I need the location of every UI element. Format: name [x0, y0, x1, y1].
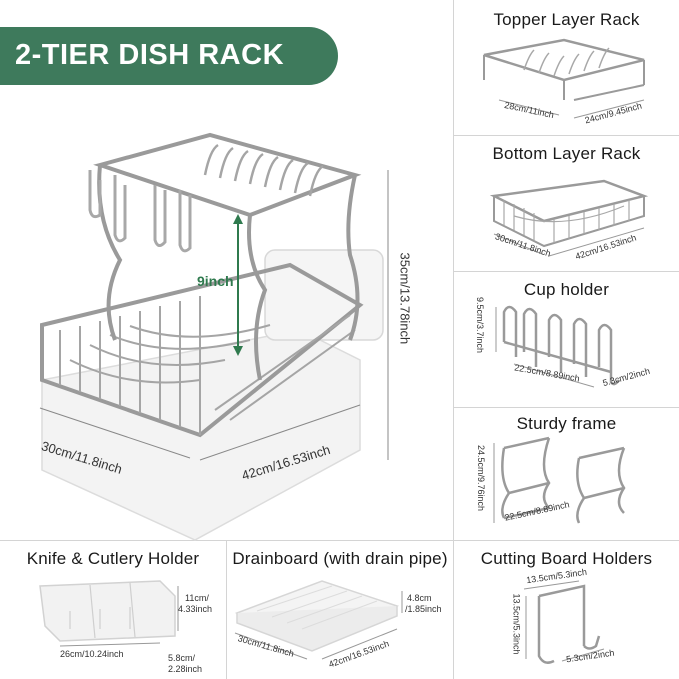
divider-right-column: [453, 0, 454, 540]
knife-holder-icon: [39, 580, 179, 647]
sturdy-frame-title: Sturdy frame: [516, 414, 617, 433]
knife-dim-b: 26cm/10.24inch: [60, 649, 124, 659]
title-badge: 2-TIER DISH RACK: [0, 27, 338, 85]
topper-rack-title: Topper Layer Rack: [493, 10, 640, 29]
cutting-dim-b: 13.5cm/5.3inch: [511, 593, 522, 655]
cup-dim-a: 9.5cm/3.7inch: [475, 296, 486, 354]
bottom-rack-title: Bottom Layer Rack: [492, 144, 641, 163]
drainboard-title: Drainboard (with drain pipe): [232, 549, 448, 568]
knife-dim-c2: 2.28inch: [168, 664, 203, 674]
cup-holder-panel: Cup holder 9.5cm/3.7inch 22.5cm/8.89inch…: [454, 272, 679, 407]
drain-dim-a2: /1.85inch: [405, 604, 442, 614]
cutting-board-panel: Cutting Board Holders 13.5cm/5.3inch 13.…: [454, 541, 679, 679]
divider-bottom-1: [226, 540, 227, 679]
knife-holder-title: Knife & Cutlery Holder: [26, 549, 200, 568]
gap-label: 9inch: [197, 273, 234, 289]
cutting-board-icon: [523, 580, 605, 664]
height-label: 35cm/13.78inch: [397, 252, 413, 345]
divider-row-3: [453, 407, 679, 408]
main-product-panel: 9inch 35cm/13.78inch 30cm/11.8inch 42cm/…: [0, 90, 452, 541]
divider-bottom-2: [453, 540, 454, 679]
divider-bottom-row: [0, 540, 679, 541]
drain-dim-a: 4.8cm: [407, 593, 432, 603]
cutting-board-title: Cutting Board Holders: [480, 549, 653, 568]
main-rack-illustration: [39, 132, 389, 541]
cup-holder-icon: [495, 305, 621, 388]
sturdy-frame-icon: [493, 436, 626, 524]
knife-dim-a: 11cm/: [185, 593, 209, 603]
badge-title: 2-TIER DISH RACK: [15, 39, 285, 71]
drainboard-panel: Drainboard (with drain pipe) 4.8cm /1.85…: [227, 541, 453, 679]
knife-holder-panel: Knife & Cutlery Holder 11cm/ 4.33inch 26…: [0, 541, 226, 679]
sturdy-frame-panel: Sturdy frame 24.5cm/9.76inch 22.5cm/8.89…: [454, 408, 679, 540]
knife-dim-a2: 4.33inch: [178, 604, 213, 614]
frame-dim-a: 24.5cm/9.76inch: [476, 444, 487, 512]
divider-row-1: [453, 135, 679, 136]
bottom-rack-panel: Bottom Layer Rack 30cm/11.8inch 42cm/16.…: [454, 136, 679, 271]
topper-rack-icon: [483, 38, 645, 119]
drainboard-icon: [234, 580, 403, 660]
cup-holder-title: Cup holder: [523, 280, 610, 299]
knife-dim-c: 5.8cm/: [168, 653, 196, 663]
divider-row-2: [453, 271, 679, 272]
bottom-rack-icon: [489, 179, 649, 257]
topper-rack-panel: Topper Layer Rack 28cm/11inch 24cm/9.45i…: [454, 0, 679, 135]
